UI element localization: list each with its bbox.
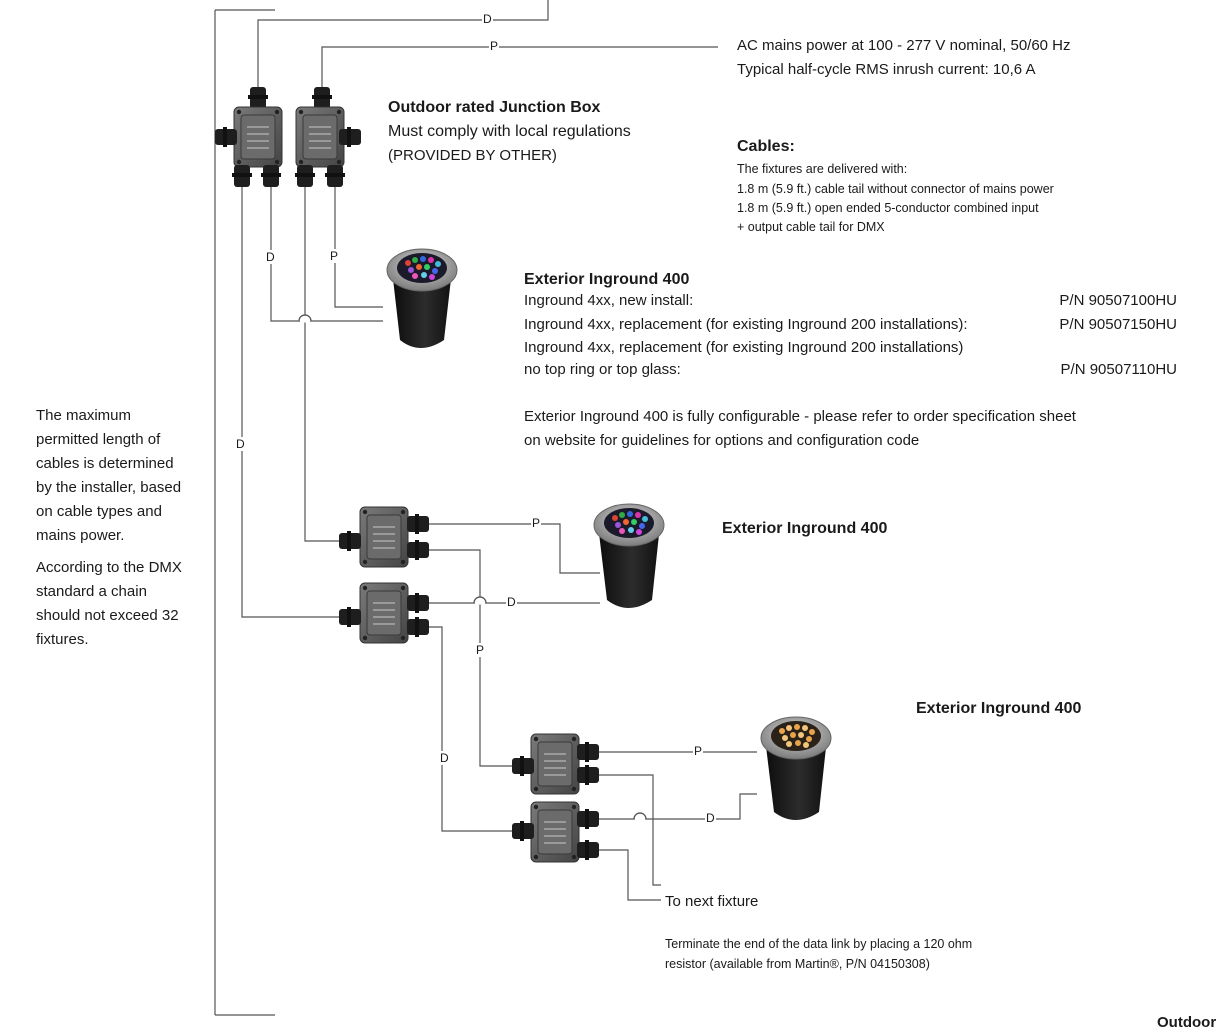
data-label-fixture3: D (705, 811, 716, 826)
junction-box-fixture3-power (512, 733, 599, 795)
data-label-chain: D (235, 437, 246, 452)
termination-note: Terminate the end of the data link by pl… (665, 937, 973, 971)
to-next-fixture: To next fixture (665, 893, 759, 910)
corner-heading: Outdoor (1157, 1014, 1217, 1031)
cables-line-2: 1.8 m (5.9 ft.) open ended 5-conductor c… (737, 201, 1039, 215)
side-note-dmx: According to the DMX standard a chain sh… (36, 559, 182, 648)
junction-box-line2: (PROVIDED BY OTHER) (388, 147, 557, 164)
fixture-inground-400-2 (593, 503, 665, 608)
fixture1-note: Exterior Inground 400 is fully configura… (524, 408, 1076, 449)
mains-voltage: AC mains power at 100 - 277 V nominal, 5… (737, 37, 1071, 54)
mains-inrush: Typical half-cycle RMS inrush current: 1… (737, 61, 1036, 78)
fixture-inground-400-3 (760, 716, 832, 820)
cables-title: Cables: (737, 138, 795, 155)
junction-box-fixture2-data (339, 582, 429, 644)
power-label-fixture3: P (693, 744, 704, 759)
fixture1-pn-3: P/N 90507110HU (1060, 361, 1177, 378)
fixture1-pn-1: P/N 90507150HU (1059, 316, 1177, 333)
fixture1-item-0: Inground 4xx, new install: (524, 292, 694, 309)
fixture1-item-1: Inground 4xx, replacement (for existing … (524, 316, 968, 333)
main-junction-box-power (295, 87, 361, 187)
power-label-chain: P (475, 643, 486, 658)
fixture2-title: Exterior Inground 400 (722, 520, 888, 537)
fixture1-pn-0: P/N 90507100HU (1059, 292, 1177, 309)
junction-box-fixture3-data (512, 801, 599, 863)
cables-line-3: + output cable tail for DMX (737, 220, 885, 234)
fixture3-title: Exterior Inground 400 (916, 700, 1082, 717)
junction-box-fixture2-power (339, 506, 429, 568)
power-label-mains: P (489, 39, 500, 54)
fixture1-item-3: no top ring or top glass: (524, 361, 681, 378)
cables-line-0: The fixtures are delivered with: (737, 162, 908, 176)
power-label-fixture2: P (531, 516, 542, 531)
fixture-inground-400-1 (386, 248, 458, 348)
data-label-chain-lower: D (439, 751, 450, 766)
main-junction-box-data (215, 87, 283, 187)
power-label-fixture1: P (329, 249, 340, 264)
junction-box-line1: Must comply with local regulations (388, 123, 631, 140)
side-note-length: The maximum permitted length of cables i… (36, 407, 182, 544)
fixture1-item-2: Inground 4xx, replacement (for existing … (524, 339, 964, 356)
data-label-fixture1: D (265, 250, 276, 265)
junction-box-title: Outdoor rated Junction Box (388, 99, 601, 116)
data-label-fixture2: D (506, 595, 517, 610)
cables-line-1: 1.8 m (5.9 ft.) cable tail without conne… (737, 182, 1054, 196)
data-label-top: D (482, 12, 493, 27)
fixture1-title: Exterior Inground 400 (524, 271, 690, 288)
